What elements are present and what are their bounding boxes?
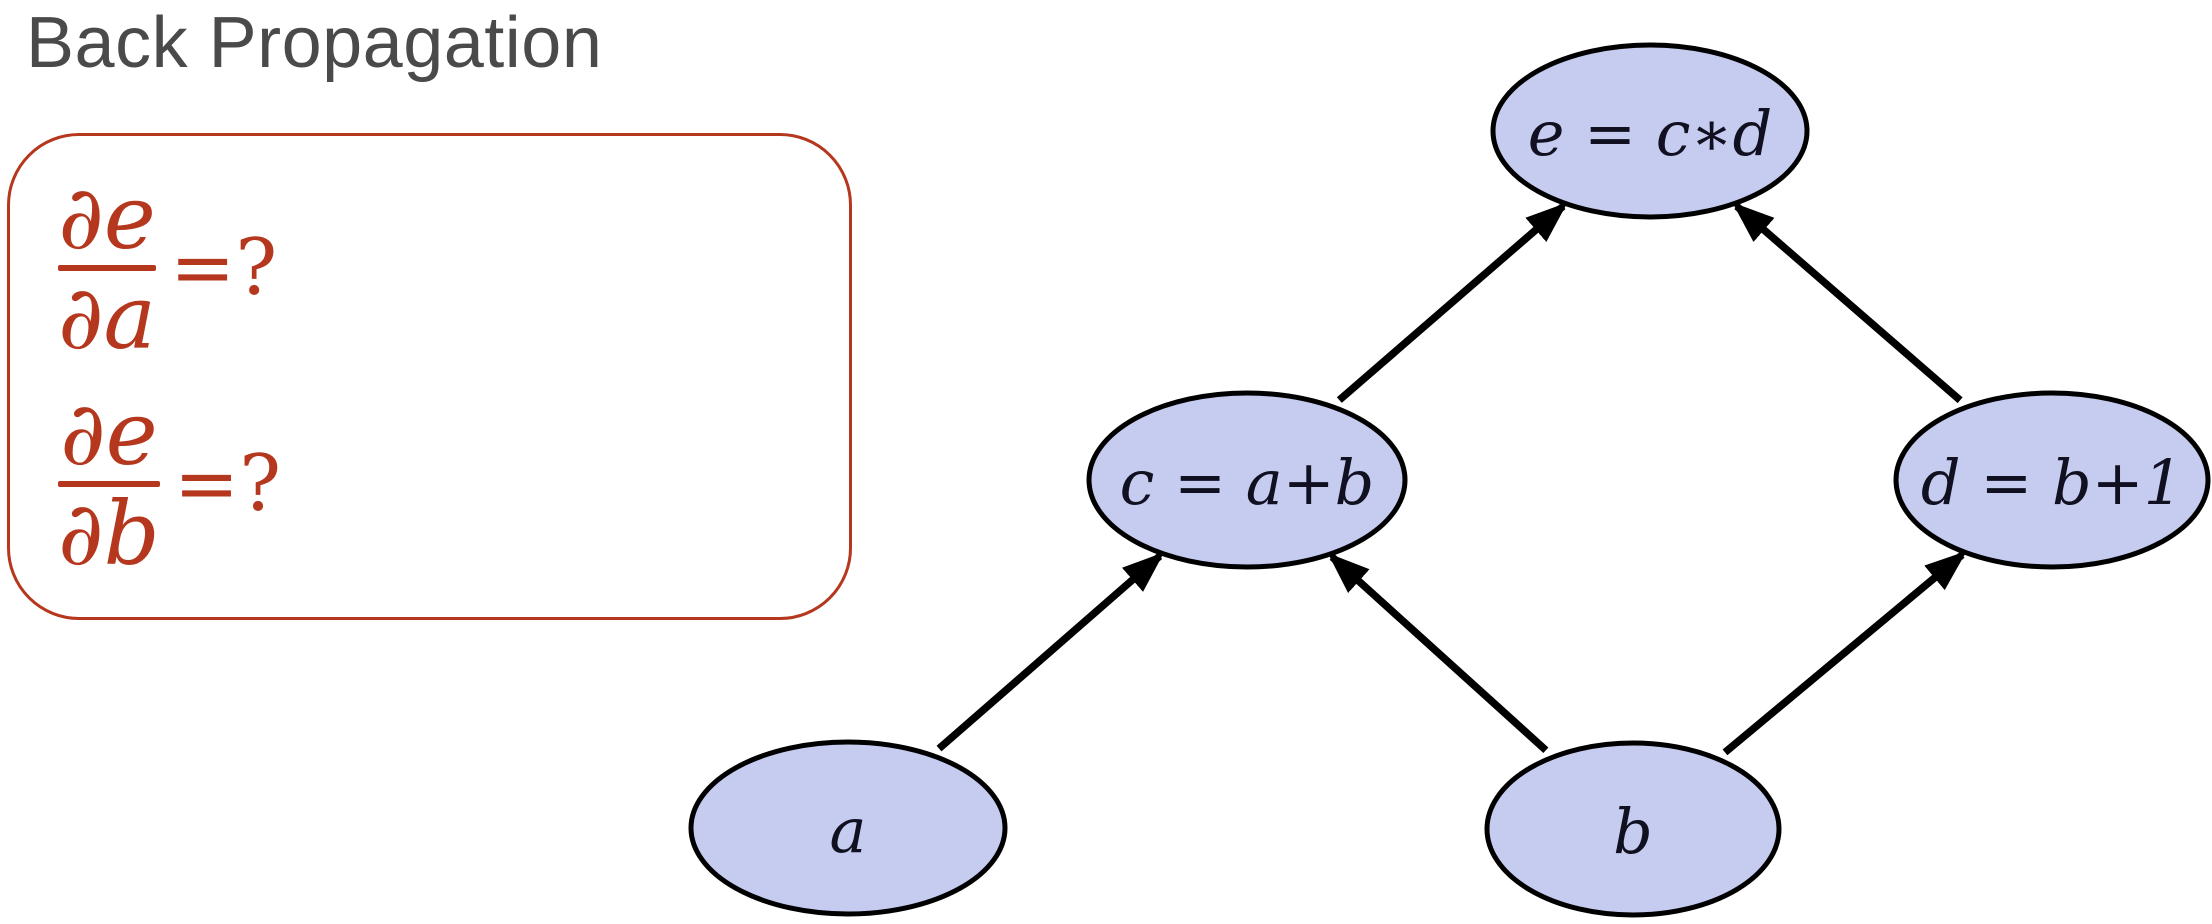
- fraction-numerator: ∂e: [60, 382, 158, 485]
- edge-d-e-arrow: [1732, 202, 1963, 404]
- fraction: ∂e ∂b: [58, 382, 160, 585]
- edge-a-c-arrow: [936, 552, 1165, 752]
- edge-b-c-arrow: [1327, 552, 1549, 754]
- question-de-da: ∂e ∂a =?: [58, 166, 278, 369]
- slide-title: Back Propagation: [26, 3, 603, 83]
- node-c: c = a+b: [1086, 390, 1408, 570]
- node-d-ellipse: [1893, 390, 2211, 570]
- node-c-ellipse: [1086, 390, 1408, 570]
- edge-c-e-arrow: [1336, 202, 1568, 403]
- equals-question: =?: [169, 222, 278, 313]
- node-c-label: c = a+b: [1120, 446, 1375, 519]
- fraction: ∂e ∂a: [58, 166, 156, 369]
- node-d: d = b+1: [1893, 390, 2211, 570]
- node-a-label: a: [830, 794, 867, 867]
- node-e-label: e = c∗d: [1528, 97, 1773, 170]
- fraction-bar: [58, 264, 156, 271]
- fraction-bar: [58, 480, 160, 487]
- question-box: ∂e ∂a =? ∂e ∂b =?: [7, 133, 852, 620]
- node-e: e = c∗d: [1490, 42, 1810, 220]
- node-e-ellipse: [1490, 42, 1810, 220]
- node-a-ellipse: [688, 739, 1008, 917]
- fraction-denominator: ∂a: [58, 265, 156, 369]
- edge-b-d-arrow: [1722, 551, 1967, 756]
- equals-question: =?: [173, 438, 282, 529]
- node-a: a: [688, 739, 1008, 917]
- node-b-label: b: [1613, 795, 1653, 868]
- question-de-db: ∂e ∂b =?: [58, 382, 282, 585]
- node-b-ellipse: [1484, 740, 1782, 918]
- node-b: b: [1484, 740, 1782, 918]
- node-d-label: d = b+1: [1921, 446, 2183, 519]
- fraction-numerator: ∂e: [58, 166, 156, 269]
- fraction-denominator: ∂b: [58, 481, 160, 585]
